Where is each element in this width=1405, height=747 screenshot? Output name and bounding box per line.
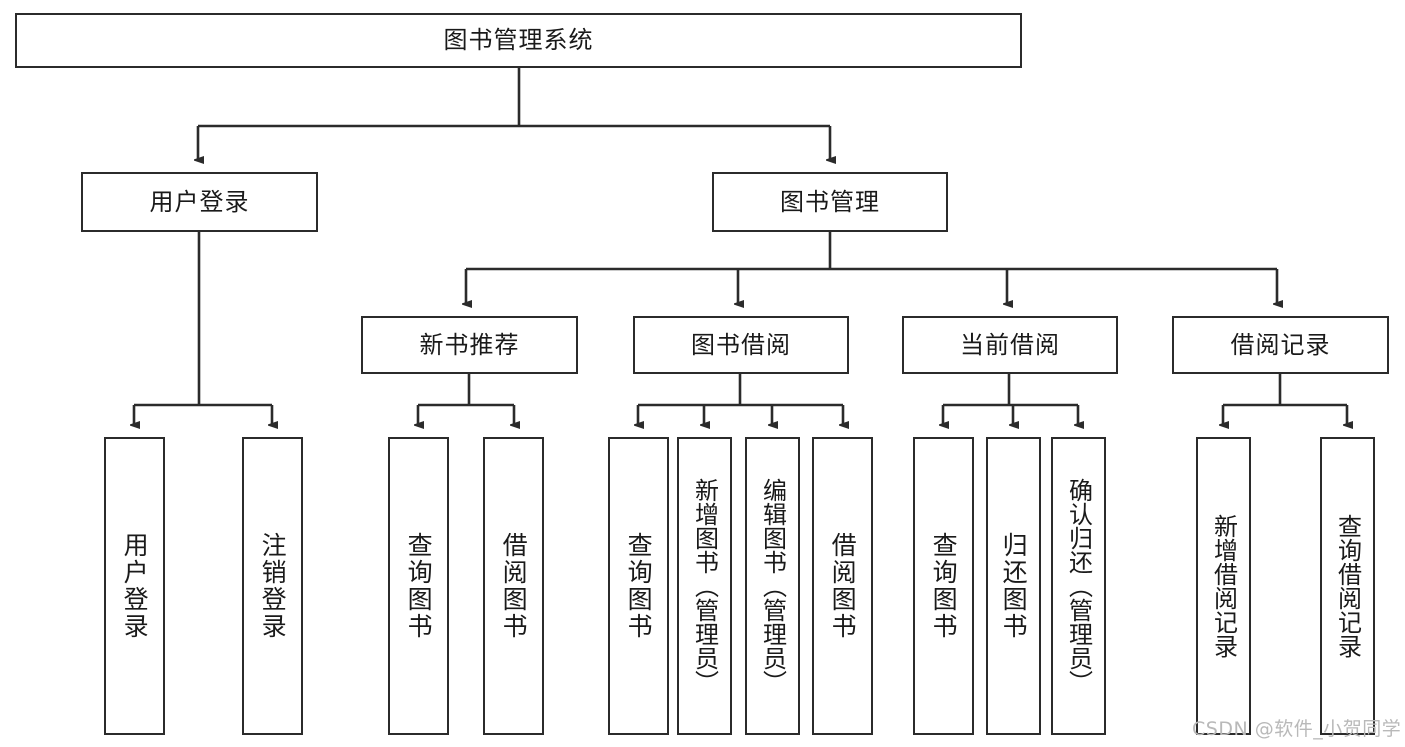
watermark: CSDN @软件_小贺同学 — [1192, 718, 1402, 740]
node-leaf-user-login[interactable]: 用户登录 — [104, 437, 165, 735]
node-label: 借阅记录 — [1230, 330, 1331, 359]
node-root-book-management-system[interactable]: 图书管理系统 — [15, 13, 1022, 68]
node-label: 编辑图书（管理员） — [758, 478, 787, 694]
node-leaf-query-book-recommend[interactable]: 查询图书 — [388, 437, 449, 735]
node-label: 归还图书 — [999, 532, 1029, 640]
node-book-borrow[interactable]: 图书借阅 — [633, 316, 849, 374]
node-user-login[interactable]: 用户登录 — [81, 172, 318, 232]
node-leaf-borrow-book[interactable]: 借阅图书 — [812, 437, 873, 735]
node-label: 用户登录 — [120, 532, 150, 640]
node-leaf-query-book-borrow[interactable]: 查询图书 — [608, 437, 669, 735]
node-label: 查询图书 — [404, 532, 434, 640]
node-label: 图书管理系统 — [443, 26, 594, 55]
node-label: 新书推荐 — [419, 330, 520, 359]
node-label: 新增借阅记录 — [1209, 514, 1238, 658]
node-label: 图书借阅 — [691, 330, 791, 359]
node-current-borrow[interactable]: 当前借阅 — [902, 316, 1118, 374]
node-label: 确认归还（管理员） — [1064, 478, 1093, 694]
node-label: 图书管理 — [780, 187, 880, 216]
node-leaf-return-book[interactable]: 归还图书 — [986, 437, 1041, 735]
node-label: 注销登录 — [258, 532, 288, 640]
node-borrow-record[interactable]: 借阅记录 — [1172, 316, 1389, 374]
node-label: 当前借阅 — [960, 330, 1060, 359]
node-leaf-edit-book-admin[interactable]: 编辑图书（管理员） — [745, 437, 800, 735]
node-leaf-add-book-admin[interactable]: 新增图书（管理员） — [677, 437, 732, 735]
node-label: 新增图书（管理员） — [690, 478, 719, 694]
node-leaf-confirm-return-admin[interactable]: 确认归还（管理员） — [1051, 437, 1106, 735]
node-label: 查询图书 — [929, 532, 959, 640]
node-leaf-borrow-book-recommend[interactable]: 借阅图书 — [483, 437, 544, 735]
node-leaf-user-logout[interactable]: 注销登录 — [242, 437, 303, 735]
node-label: 用户登录 — [149, 187, 250, 216]
node-book-management[interactable]: 图书管理 — [712, 172, 948, 232]
node-label: 查询借阅记录 — [1333, 514, 1362, 658]
node-leaf-query-book-current[interactable]: 查询图书 — [913, 437, 974, 735]
node-leaf-query-borrow-record[interactable]: 查询借阅记录 — [1320, 437, 1375, 735]
node-label: 借阅图书 — [828, 532, 858, 640]
node-label: 查询图书 — [624, 532, 654, 640]
node-new-book-recommend[interactable]: 新书推荐 — [361, 316, 578, 374]
node-label: 借阅图书 — [499, 532, 529, 640]
node-leaf-add-borrow-record[interactable]: 新增借阅记录 — [1196, 437, 1251, 735]
